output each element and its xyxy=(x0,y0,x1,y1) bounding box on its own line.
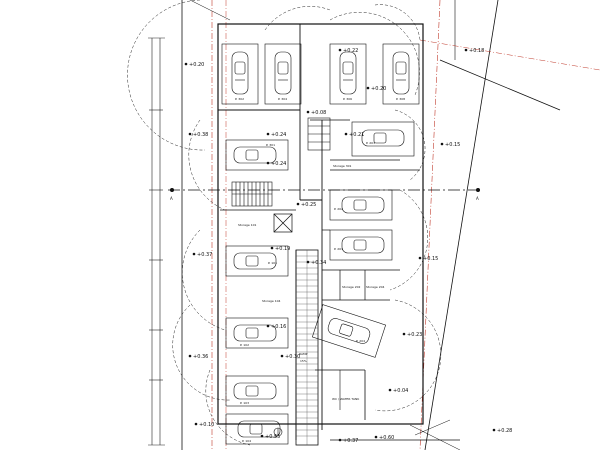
car-p103 xyxy=(233,382,277,400)
level-2: +0.24 xyxy=(271,132,286,138)
dimension-lines xyxy=(148,37,165,446)
level-25: +0.16 xyxy=(271,324,286,330)
section-axis xyxy=(168,188,482,192)
car-label-p203: P. 203 xyxy=(334,247,343,251)
car-label-p101: P. 101 xyxy=(268,261,277,265)
level-markers xyxy=(184,48,496,442)
turning-arcs xyxy=(127,0,442,446)
room-label-storage-301: Storage 301 xyxy=(333,164,352,168)
level-10: +0.25 xyxy=(301,202,316,208)
level-11: +0.19 xyxy=(275,246,290,252)
axis-label-right: A xyxy=(476,196,479,201)
car-p104 xyxy=(237,420,281,438)
level-22: +0.55 xyxy=(265,434,280,440)
level-21: +0.10 xyxy=(199,422,214,428)
car-label-p302: P. 302 xyxy=(235,97,244,101)
axis-label-left: A xyxy=(170,196,173,201)
car-label-p103: P. 103 xyxy=(240,401,249,405)
car-label-p301: P. 301 xyxy=(266,143,275,147)
room-label-wc: WC / WATER TANK xyxy=(332,397,360,401)
car-p302 xyxy=(231,51,249,95)
level-14: +0.37 xyxy=(197,252,212,258)
car-p308 xyxy=(392,51,410,95)
level-7: +0.15 xyxy=(445,142,460,148)
level-13: +0.34 xyxy=(311,260,326,266)
car-label-p308: P. 308 xyxy=(396,97,405,101)
room-label-storage-204: Storage 204 xyxy=(366,285,385,289)
car-label-p104: P. 104 xyxy=(242,439,251,443)
parking-bays xyxy=(221,43,420,445)
level-15: +0.23 xyxy=(407,332,422,338)
car-label-p202: P. 202 xyxy=(334,207,343,211)
car-p202 xyxy=(341,196,385,214)
level-18: +0.04 xyxy=(393,388,408,394)
car-label-p102: P. 102 xyxy=(240,343,249,347)
car-label-p201: P. 201 xyxy=(366,141,375,145)
level-23: +0.37 xyxy=(343,438,358,444)
room-label-storage-202: Storage 202 xyxy=(342,285,361,289)
room-label-slope: 15% xyxy=(300,359,307,363)
level-9: +0.24 xyxy=(271,161,286,167)
room-label-storage-104: Storage 104 xyxy=(262,299,281,303)
car-label-p306: P. 306 xyxy=(343,97,352,101)
lift-shaft xyxy=(273,213,293,233)
car-p203 xyxy=(341,236,385,254)
staircase xyxy=(231,117,331,207)
room-label-storage-101: Storage 101 xyxy=(238,223,257,227)
level-17: +0.36 xyxy=(193,354,208,360)
level-5: +0.22 xyxy=(343,48,358,54)
car-p201 xyxy=(361,129,405,147)
level-6: +0.38 xyxy=(193,132,208,138)
car-p204 xyxy=(327,318,371,344)
level-12: +0.15 xyxy=(423,256,438,262)
car-p102 xyxy=(233,324,277,342)
ramp xyxy=(295,249,319,446)
level-1: +0.20 xyxy=(189,62,204,68)
car-p304 xyxy=(274,51,292,95)
level-3: +0.20 xyxy=(371,86,386,92)
level-8: +0.21 xyxy=(349,132,364,138)
level-20: +0.28 xyxy=(497,428,512,434)
car-p306 xyxy=(339,51,357,95)
car-label-p304: P. 304 xyxy=(278,97,287,101)
car-p301 xyxy=(233,146,277,164)
room-label-ramp: RAMP xyxy=(299,352,308,356)
level-24: +0.08 xyxy=(311,110,326,116)
level-16: +0.30 xyxy=(285,354,300,360)
accessible-parking-icon xyxy=(273,427,283,437)
level-19: +0.60 xyxy=(379,435,394,441)
car-p101 xyxy=(233,252,277,270)
car-label-p204: P. 204 xyxy=(356,339,365,343)
level-4: +0.18 xyxy=(469,48,484,54)
